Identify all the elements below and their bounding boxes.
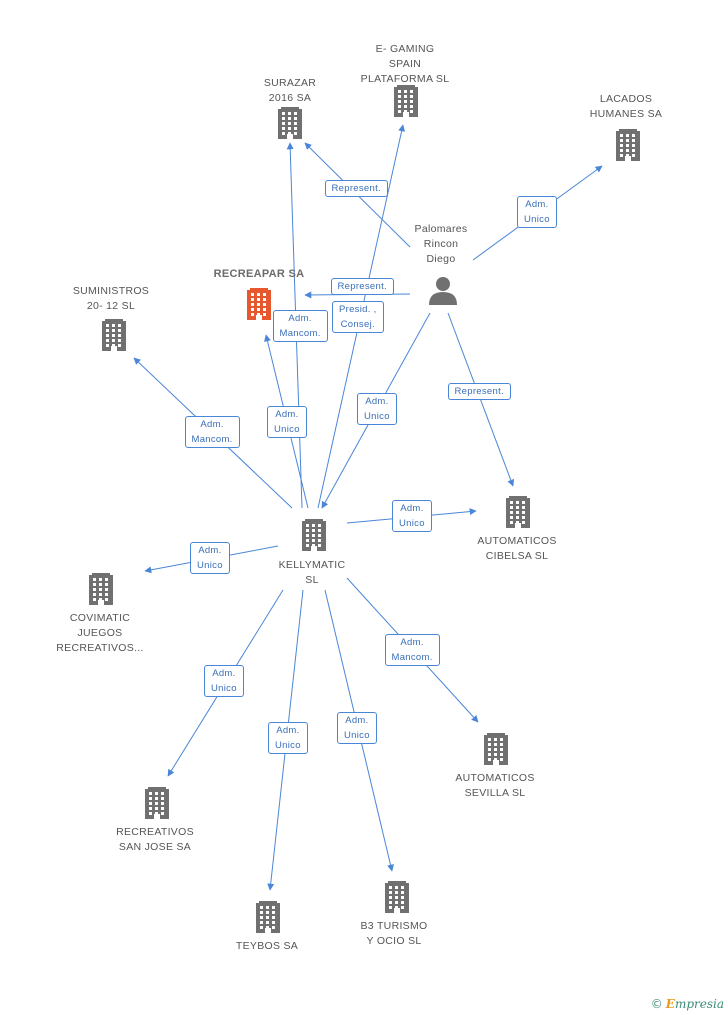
node-label-sevilla[interactable]: AUTOMATICOS SEVILLA SL <box>455 772 535 799</box>
edge-palomares-to-cibelsa <box>447 312 515 487</box>
node-label-b3[interactable]: B3 TURISMO Y OCIO SL <box>360 920 428 947</box>
edge-label-kellymatic-to-recreapar[interactable]: Adm. Mancom. <box>272 310 328 342</box>
building-icon-kellymatic[interactable] <box>302 519 326 551</box>
brand-name: mpresia <box>674 997 724 1011</box>
node-label-egaming[interactable]: E- GAMING SPAIN PLATAFORMA SL <box>360 43 450 85</box>
empresia-logo: ©Empresia <box>651 997 724 1011</box>
node-label-surazar[interactable]: SURAZAR 2016 SA <box>263 77 317 104</box>
brand-initial: E <box>665 997 675 1011</box>
node-label-kellymatic[interactable]: KELLYMATIC SL <box>278 559 346 586</box>
node-label-teybos[interactable]: TEYBOS SA <box>235 940 299 952</box>
node-label-lacados[interactable]: LACADOS HUMANES SA <box>589 93 663 120</box>
node-label-palomares[interactable]: Palomares Rincon Diego <box>414 223 468 265</box>
edge-label-kellymatic-to-cibelsa[interactable]: Adm. Unico <box>392 500 432 532</box>
edge-label-palomares-to-lacados[interactable]: Adm. Unico <box>517 196 557 228</box>
edge-label-kellymatic-to-sevilla[interactable]: Adm. Mancom. <box>384 634 440 666</box>
building-icon-cibelsa[interactable] <box>506 496 530 528</box>
building-icon-surazar[interactable] <box>278 107 302 139</box>
edge-label-kellymatic-to-teybos[interactable]: Adm. Unico <box>268 722 308 754</box>
person-icon-palomares[interactable] <box>429 277 457 305</box>
edge-label-kellymatic-to-egaming[interactable]: Presid. , Consej. <box>332 301 384 333</box>
copyright-icon: © <box>650 997 663 1011</box>
building-icon-suministros[interactable] <box>102 319 126 351</box>
node-label-cibelsa[interactable]: AUTOMATICOS CIBELSA SL <box>477 535 557 562</box>
edge-label-kellymatic-to-suministros[interactable]: Adm. Mancom. <box>184 416 240 448</box>
building-icon-b3[interactable] <box>385 881 409 913</box>
node-label-covimatic[interactable]: COVIMATIC JUEGOS RECREATIVOS... <box>56 612 144 654</box>
edge-label-kellymatic-to-surazar[interactable]: Adm. Unico <box>267 406 307 438</box>
edge-label-palomares-to-recreapar[interactable]: Represent. <box>330 277 394 295</box>
node-label-sanjose[interactable]: RECREATIVOS SAN JOSE SA <box>116 826 194 853</box>
node-label-suministros[interactable]: SUMINISTROS 20- 12 SL <box>72 285 150 312</box>
edge-label-kellymatic-to-sanjose[interactable]: Adm. Unico <box>204 665 244 697</box>
building-icon-teybos[interactable] <box>256 901 280 933</box>
building-icon-egaming[interactable] <box>394 85 418 117</box>
building-icon-sevilla[interactable] <box>484 733 508 765</box>
building-icon-sanjose[interactable] <box>145 787 169 819</box>
building-icon-lacados[interactable] <box>616 129 640 161</box>
edge-label-palomares-to-cibelsa[interactable]: Represent. <box>447 382 511 400</box>
edge-label-kellymatic-to-covimatic[interactable]: Adm. Unico <box>190 542 230 574</box>
edge-label-palomares-to-kellymatic[interactable]: Adm. Unico <box>357 393 397 425</box>
edge-label-kellymatic-to-b3[interactable]: Adm. Unico <box>337 712 377 744</box>
node-label-recreapar[interactable]: RECREAPAR SA <box>213 268 305 280</box>
edge-label-palomares-to-surazar[interactable]: Represent. <box>324 179 388 197</box>
building-icon-recreapar[interactable] <box>247 288 271 320</box>
building-icon-covimatic[interactable] <box>89 573 113 605</box>
